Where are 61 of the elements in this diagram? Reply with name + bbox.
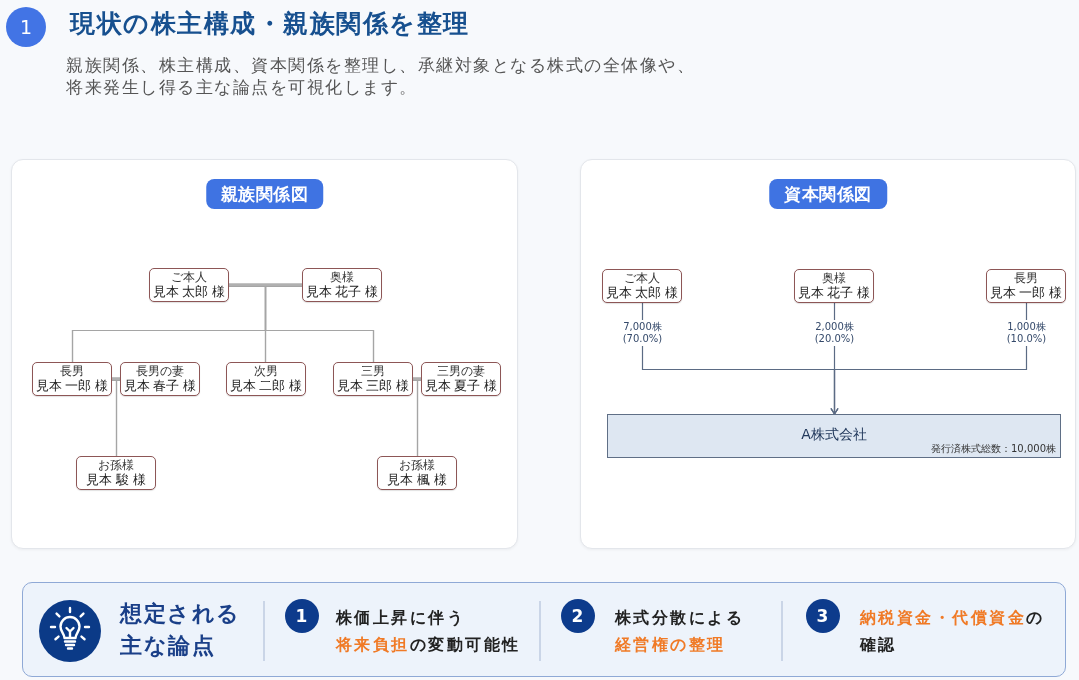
panel-card <box>580 159 1076 549</box>
issue-text: 株式分散による経営権の整理 <box>614 606 745 656</box>
relation-label: お孫様 <box>98 458 134 472</box>
panel-card <box>11 159 518 549</box>
subtitle-text: 親族関係、株主構成、資本関係を整理し、承継対象となる株式の全体像や、将来発生し得る主な論点を可視化します。 <box>66 55 696 99</box>
panel-heading: 親族関係図 <box>205 179 324 209</box>
issue-text: 納税資金・代償資金の確認 <box>859 606 1046 656</box>
person-box <box>333 362 413 396</box>
thick-line <box>413 377 421 381</box>
person-box <box>421 362 501 396</box>
person-name: 見本 太郎 様 <box>605 285 679 301</box>
company-box <box>607 414 1061 458</box>
person-name: 見本 太郎 様 <box>152 284 226 300</box>
relation-label: お孫様 <box>399 458 435 472</box>
person-name: 見本 駿 様 <box>86 472 146 488</box>
relation-label: ご本人 <box>171 270 207 284</box>
relation-label: 長男 <box>1014 271 1038 285</box>
relation-label: 三男の妻 <box>437 364 485 378</box>
person-box <box>226 362 306 396</box>
issues-panel <box>22 582 1066 677</box>
relation-label: 奥様 <box>330 270 354 284</box>
person-box <box>377 456 457 490</box>
thick-line <box>229 283 302 287</box>
relation-label: 長男 <box>60 364 84 378</box>
person-name: 見本 花子 様 <box>305 284 379 300</box>
connector-line <box>264 285 375 363</box>
person-box <box>986 269 1066 303</box>
person-name: 見本 三郎 様 <box>336 378 410 394</box>
person-box <box>32 362 112 396</box>
person-name: 見本 一郎 様 <box>989 285 1063 301</box>
thick-line <box>112 377 120 381</box>
person-name: 見本 一郎 様 <box>35 378 109 394</box>
issues-heading: 想定される主な論点 <box>120 600 242 660</box>
relation-label: 次男 <box>254 364 278 378</box>
connector-line <box>115 379 121 457</box>
number-badge: 1 <box>6 7 46 47</box>
arrow <box>830 302 1028 415</box>
panel-heading: 資本関係図 <box>769 179 887 209</box>
person-box <box>302 268 382 302</box>
issue-text: 株価上昇に伴う将来負担の変動可能性 <box>335 606 522 656</box>
person-box <box>794 269 874 303</box>
relation-label: ご本人 <box>624 271 660 285</box>
relation-label: 奥様 <box>822 271 846 285</box>
person-box <box>602 269 682 303</box>
company-name: A株式会社 <box>800 425 868 443</box>
person-name: 見本 夏子 様 <box>424 378 498 394</box>
person-box <box>149 268 229 302</box>
number-badge: 2 <box>560 598 595 633</box>
share-total-note: 発行済株式総数：10,000株 <box>931 443 1056 455</box>
person-box <box>120 362 200 396</box>
number-badge: 1 <box>284 598 319 633</box>
person-name: 見本 花子 様 <box>797 285 871 301</box>
connector-line <box>416 379 422 457</box>
relation-label: 三男 <box>361 364 385 378</box>
number-badge: 3 <box>805 598 840 633</box>
relation-label: 長男の妻 <box>136 364 184 378</box>
person-name: 見本 二郎 様 <box>229 378 303 394</box>
person-box <box>76 456 156 490</box>
person-name: 見本 楓 様 <box>387 472 447 488</box>
person-name: 見本 春子 様 <box>123 378 197 394</box>
page-title: 現状の株主構成・親族関係を整理 <box>70 9 470 39</box>
